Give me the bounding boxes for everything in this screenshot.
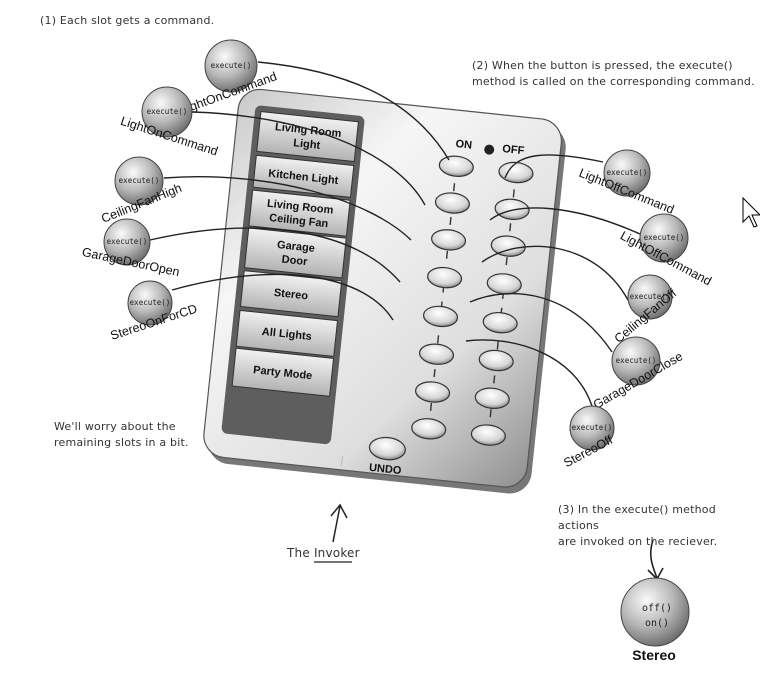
off-label: OFF [502,143,525,157]
slot-label-line1: All Lights [261,326,312,343]
receiver-method-on: on() [645,618,669,629]
receiver-name: Stereo [632,647,676,663]
undo-button[interactable] [368,436,406,462]
slot-label-plate [235,309,339,358]
off-button-5[interactable] [482,311,518,334]
on-button-7[interactable] [415,380,451,403]
on-connector-4 [149,227,401,283]
off-connector-2 [489,207,641,235]
note-remaining-slots: We'll worry about the remaining slots in… [54,420,189,449]
slot-label-plate [239,270,343,318]
on-connector-3 [163,176,412,241]
invoker-arrow [332,505,341,543]
receiver-method-off: off() [642,603,672,614]
execute-method-label: execute() [616,356,657,365]
note-receiver-actions: (3) In the execute() method actions are … [558,503,718,548]
invoker-prefix: The [287,546,314,560]
on-button-6[interactable] [419,342,455,365]
slot-label-plate [248,189,351,237]
off-command-3: execute()CeilingFanOff [612,274,680,346]
execute-method-label: execute() [630,292,671,301]
on-button-5[interactable] [422,305,459,328]
slot-label-plate [252,154,355,198]
command-ball [569,405,615,451]
execute-method-label: execute() [572,423,613,432]
slot-label-line2: Door [281,254,308,269]
invoker-arrow-head [330,503,348,519]
off-command-5: execute()StereoOff [561,405,615,470]
slot-7: Party Mode [231,347,335,397]
off-button-2[interactable] [494,198,530,221]
command-ball [627,274,673,320]
command-ball [114,156,164,206]
command-ball [103,218,151,266]
slot-label-line1: Garage [277,239,316,255]
off-connector-4 [469,292,613,353]
slot-5: Stereo [239,270,343,318]
invoker-word: Invoker [313,546,360,560]
execute-method-label: execute() [147,107,188,116]
off-connector-1 [504,154,604,179]
receiver-arrow [649,539,658,579]
execute-method-label: execute() [107,237,148,246]
on-label: ON [455,138,473,152]
on-command-5: execute()StereoOnForCD [109,280,199,343]
slot-label-plate [231,347,335,397]
command-ball [611,336,661,386]
off-command-4: execute()GarageDoorClose [591,336,685,412]
slot-4: GarageDoor [243,227,347,279]
remote-seam [340,455,343,466]
execute-method-label: execute() [119,176,160,185]
off-button-6[interactable] [478,349,514,372]
invoker-caption: The Invoker [287,545,360,561]
mouse-cursor-icon [742,196,760,228]
note-each-slot: (1) Each slot gets a command. [40,14,215,27]
receiver-stereo: off() on() Stereo [620,577,690,663]
receiver-ball [620,577,690,647]
execute-method-label: execute() [130,298,171,307]
execute-method-label: execute() [607,168,648,177]
on-button-1[interactable] [438,155,474,178]
on-connector-1 [257,61,450,161]
off-command-2: execute()LightOffCommand [618,213,714,288]
indicator-led [484,144,495,155]
off-connector-5 [465,339,593,407]
on-button-8[interactable] [411,417,447,440]
slot-6: All Lights [235,309,339,358]
off-button-8[interactable] [470,423,506,446]
command-ball [603,149,651,197]
connector-lines [149,61,641,407]
slot-label-plate [256,110,359,163]
command-ball [639,213,689,263]
command-ball [127,280,173,326]
note-button-pressed: (2) When the button is pressed, the exec… [472,59,755,88]
execute-method-label: execute() [644,233,685,242]
slot-label-line1: Stereo [273,287,309,303]
command-ball [141,86,193,138]
command-ball [204,39,258,93]
execute-method-label: execute() [211,61,252,70]
off-button-7[interactable] [474,387,510,410]
undo-label: UNDO [368,462,402,477]
on-button-4[interactable] [427,266,463,289]
off-connector-3 [481,245,629,301]
on-connector-2 [191,111,426,206]
on-connector-5 [171,273,394,321]
on-command-4: execute()GarageDoorOpen [81,218,181,279]
on-button-2[interactable] [434,191,470,214]
on-command-3: execute()CeilingFanHigh [99,156,184,226]
slot-2: Kitchen Light [252,154,355,198]
slot-label-plate [243,227,347,279]
on-button-3[interactable] [431,228,467,251]
off-button-3[interactable] [490,234,526,257]
slot-label-line2: Light [293,137,321,152]
